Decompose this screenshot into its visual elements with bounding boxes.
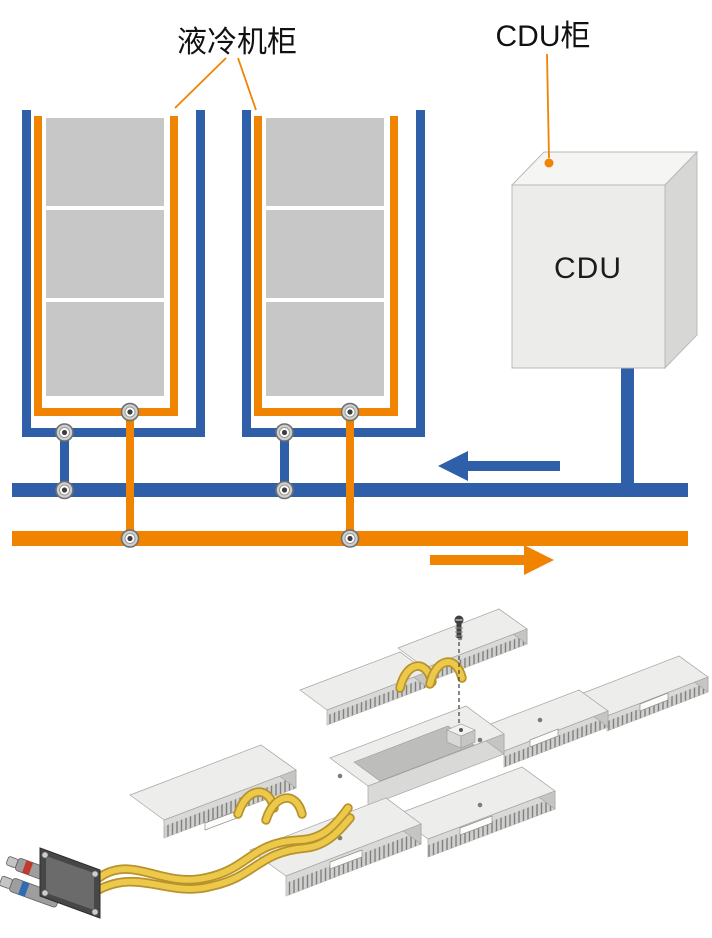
cabinet-1-servers <box>46 118 164 396</box>
tray-recess <box>353 725 475 782</box>
hose <box>93 805 351 883</box>
blue-drop-pipe <box>280 437 289 483</box>
cabinet-2-servers <box>266 118 384 396</box>
fin-strip <box>504 716 608 767</box>
orange-pipe <box>254 116 262 416</box>
orange-drop-pipe <box>346 416 354 531</box>
cdu-side-face <box>664 150 698 370</box>
cold-plate-module <box>577 655 709 732</box>
blue-pipe <box>196 110 205 437</box>
screw-guide <box>454 615 464 726</box>
server-block <box>266 210 384 298</box>
leader-line <box>546 53 550 159</box>
supply-flow-arrow-icon <box>438 451 560 481</box>
coolant-hoses <box>91 657 467 895</box>
cold-plate-assembly-illustration <box>0 608 709 919</box>
valve-icon <box>275 423 294 442</box>
server-block <box>46 118 164 206</box>
cabinet-label-group: 液冷机柜 <box>174 26 297 111</box>
return-flow-arrow-icon <box>430 545 554 575</box>
red-band <box>22 860 34 876</box>
blue-pipe <box>416 110 425 437</box>
cabinet-2-return-pipes <box>254 116 398 531</box>
cdu-label-group: CDU柜 <box>496 20 591 168</box>
screw-icon <box>477 802 483 808</box>
orange-pipe <box>34 408 178 416</box>
screw-icon <box>477 737 483 743</box>
fin-strip <box>428 797 555 857</box>
cold-plate-module <box>129 744 297 839</box>
valve-icon <box>120 402 140 422</box>
screw-icon <box>91 908 99 916</box>
screw-icon <box>41 851 49 859</box>
fin-strip <box>425 634 527 683</box>
screw-hole-icon <box>459 728 463 732</box>
valve-icon <box>55 480 74 500</box>
cdu-front-face <box>511 184 666 369</box>
label-sticker <box>639 692 669 712</box>
orange-pipe <box>34 116 42 416</box>
screw-icon <box>41 889 49 897</box>
orange-drop-pipe <box>126 416 134 531</box>
screw-icon <box>537 717 543 723</box>
cdu-cabinet-label: CDU柜 <box>496 20 591 53</box>
cdu-box: CDU <box>510 150 699 370</box>
hose <box>427 659 465 687</box>
blue-band <box>18 881 30 897</box>
orange-pipe <box>170 116 178 416</box>
fin-strip <box>607 682 708 731</box>
cdu-unit-label: CDU <box>554 252 622 285</box>
cooling-loop-schematic: CDU 液冷机柜 CDU柜 <box>12 20 699 575</box>
cold-plate-module <box>249 797 422 897</box>
leader-line <box>174 57 227 109</box>
cold-plate-module <box>299 651 428 726</box>
cabinet-label: 液冷机柜 <box>177 26 297 59</box>
blue-drop-pipe <box>60 437 69 483</box>
blue-pipe <box>22 428 205 437</box>
cdu-supply-pipe <box>621 360 634 497</box>
fitting-block <box>446 723 476 749</box>
blue-pipe <box>242 110 251 437</box>
cold-plate-module <box>394 766 556 858</box>
label-sticker <box>329 849 363 870</box>
screw-icon <box>337 773 343 779</box>
valve-icon <box>275 480 294 500</box>
fin-strip <box>286 831 421 896</box>
label-sticker <box>459 815 493 836</box>
valve-icon <box>340 529 360 548</box>
cold-plate-module <box>474 689 609 768</box>
server-block <box>46 210 164 298</box>
valve-icon <box>120 529 140 548</box>
cabinet-2-supply-pipes <box>242 110 425 483</box>
cabinet-1-supply-pipes <box>22 110 205 483</box>
cabinet-1-return-pipes <box>34 116 178 531</box>
quick-connector <box>0 847 101 919</box>
blue-pipe <box>242 428 425 437</box>
orange-pipe <box>254 408 398 416</box>
valve-icon <box>340 402 360 422</box>
screw-icon <box>91 870 99 878</box>
hose <box>263 795 305 823</box>
valve-icon <box>55 423 74 442</box>
label-sticker <box>529 728 559 748</box>
leader-line <box>237 57 257 111</box>
leader-dot-icon <box>544 158 554 168</box>
orange-pipe <box>390 116 398 416</box>
cold-plate-module <box>397 608 528 684</box>
blue-pipe <box>22 110 31 437</box>
hose <box>95 815 353 893</box>
connector-face <box>46 856 94 910</box>
server-block <box>266 302 384 396</box>
server-block <box>266 118 384 206</box>
server-block <box>46 302 164 396</box>
